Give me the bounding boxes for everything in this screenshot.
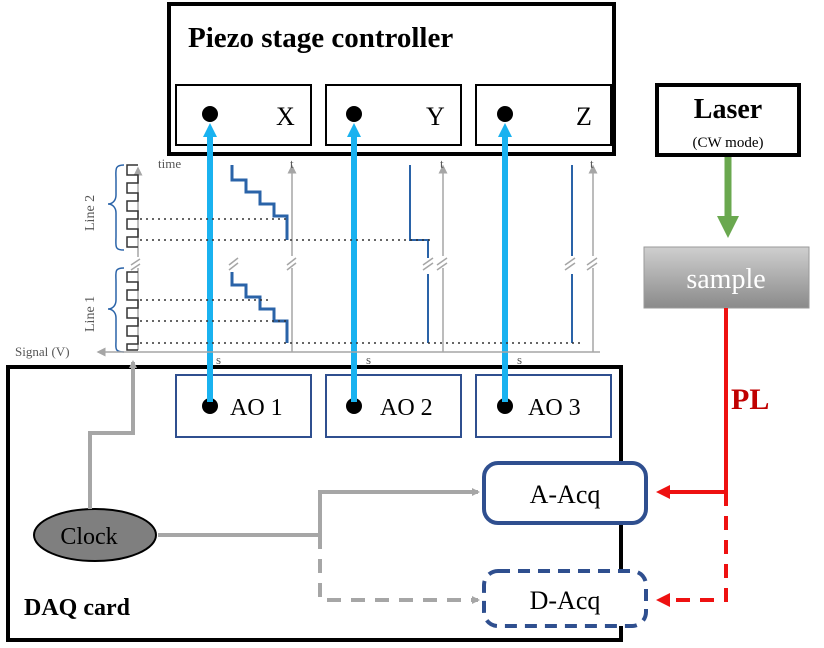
sample-label: sample [686,264,765,295]
time-label: time [158,156,181,171]
clock-node: Clock [33,508,157,562]
z-timing: t s [517,156,598,367]
line1-label: Line 1 [83,296,98,332]
piezo-channel-y: Y [325,84,462,146]
piezo-channel-x: X [175,84,312,146]
ao-to-piezo-links [203,123,512,402]
digital-acq-label: D-Acq [530,586,601,615]
ao-2-box: AO 2 [325,374,462,438]
pl-lines [656,308,728,607]
channel-label-x: X [276,102,295,131]
channel-label-z: Z [576,102,592,131]
z-s-label: s [517,352,522,367]
signal-axis-label: Signal (V) [15,344,70,359]
clock-pulses-line1 [126,271,139,351]
x-s-label: s [216,352,221,367]
z-t-label: t [590,156,594,171]
brace-line1 [107,267,125,353]
ao-3-box: AO 3 [475,374,612,438]
y-t-label: t [440,156,444,171]
clock-label: Clock [60,524,117,550]
laser-box: Laser (CW mode) [655,83,801,157]
y-s-label: s [366,352,371,367]
dotted-guides [140,218,580,344]
daq-card: DAQ card AO 1 AO 2 AO 3 Clock A-Acq [6,360,648,642]
x-t-label: t [290,156,294,171]
digital-acq-box: D-Acq [482,569,648,628]
clock-wiring [88,360,480,604]
daq-title: DAQ card [24,595,131,621]
sample-box: sample [643,246,810,309]
piezo-channel-z: Z [475,84,612,146]
analog-acq-box: A-Acq [482,461,648,525]
channel-label-y: Y [426,102,445,131]
piezo-controller: Piezo stage controller X Y Z [167,2,616,156]
timing-diagrams: time Line 2 Line 1 Signal (V) t s [15,156,600,367]
brace-line2 [107,164,125,251]
piezo-title: Piezo stage controller [188,22,453,54]
pl-label: PL [731,383,769,416]
ao-1-label: AO 1 [230,395,283,421]
analog-acq-label: A-Acq [530,480,601,509]
clock-pulses-line2 [126,164,139,248]
x-timing: t s [216,156,297,367]
y-timing: t s [366,156,448,367]
ao-3-label: AO 3 [528,395,581,421]
laser-mode: (CW mode) [693,135,764,151]
line2-label: Line 2 [83,195,98,231]
ao-1-box: AO 1 [175,374,312,438]
laser-title: Laser [694,94,762,125]
ao-2-label: AO 2 [380,395,433,421]
